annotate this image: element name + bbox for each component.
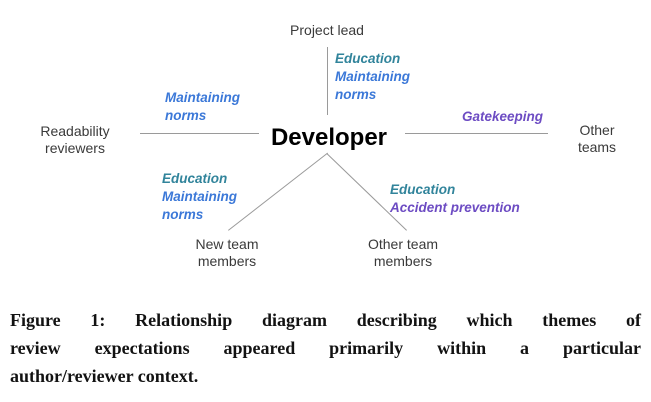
node-new-team-members: New team members (195, 236, 258, 270)
edge-label-line: Maintaining (335, 69, 410, 84)
node-label-line: members (373, 253, 433, 269)
node-label-line: Readability (40, 123, 110, 139)
edge-label-developer-readability-reviewers: Maintaining norms (165, 89, 240, 125)
edge-developer-readability-reviewers (140, 133, 259, 134)
node-label-line: Project lead (290, 22, 364, 38)
figure-caption: Figure 1: Relationship diagram describin… (10, 306, 641, 390)
edge-label-line: Education (162, 171, 228, 186)
edge-label-line: Education (390, 182, 456, 197)
edge-label-line: Accident prevention (390, 200, 520, 215)
caption-line: author/reviewer context. (10, 366, 199, 386)
edge-label-line: Maintaining (162, 189, 237, 204)
edge-label-developer-other-teams: Gatekeeping (462, 108, 543, 126)
edge-label-line: Maintaining (165, 90, 240, 105)
edge-label-line: Gatekeeping (462, 109, 544, 124)
edge-developer-project-lead (327, 47, 328, 115)
edge-label-line: norms (335, 87, 377, 102)
node-label-line: Other team (367, 236, 439, 252)
edge-label-line: norms (162, 207, 204, 222)
edge-label-developer-other-team-members: Education Accident prevention (390, 181, 520, 217)
node-readability-reviewers: Readability reviewers (40, 123, 109, 157)
caption-line: review expectations appeared primarily w… (10, 338, 641, 358)
node-project-lead: Project lead (290, 22, 364, 39)
caption-line: Figure 1: Relationship diagram describin… (10, 310, 641, 330)
node-label-line: teams (577, 139, 617, 155)
node-label-line: reviewers (45, 140, 105, 156)
edge-developer-new-team-members (228, 152, 329, 231)
edge-label-line: Education (335, 51, 401, 66)
edge-label-line: norms (165, 108, 207, 123)
edge-label-developer-project-lead: Education Maintaining norms (335, 50, 410, 104)
node-developer: Developer (270, 124, 388, 151)
node-other-teams: Other teams (578, 122, 616, 156)
node-other-team-members: Other team members (368, 236, 438, 270)
node-label-line: Other (579, 122, 615, 138)
node-label-line: members (197, 253, 257, 269)
edge-label-developer-new-team-members: Education Maintaining norms (162, 170, 237, 224)
edge-developer-other-teams (405, 133, 548, 134)
node-label-line: New team (195, 236, 259, 252)
